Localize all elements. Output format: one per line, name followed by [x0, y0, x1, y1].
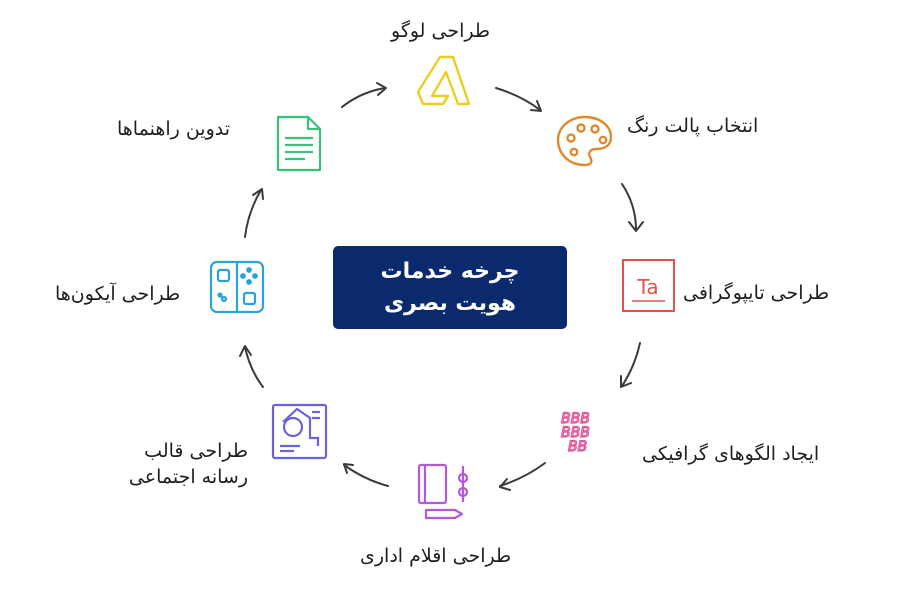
center-title-line1: چرخه خدمات [380, 258, 520, 284]
center-title-line2: هویت بصری [383, 290, 517, 316]
typography-icon: Ta [622, 259, 675, 312]
game-controller-icon [209, 260, 265, 314]
step-label-social-template: طراحی قالب رسانه اجتماعی [118, 438, 248, 490]
step-label-color-palette: انتخاب پالت رنگ [627, 115, 759, 137]
svg-text:BBB: BBB [561, 425, 590, 441]
arrow-stationery-to-social [343, 463, 389, 487]
social-template-icon [271, 403, 328, 460]
arrow-logo-to-palette [495, 87, 542, 112]
svg-text:BBB: BBB [561, 411, 590, 427]
document-icon [276, 115, 322, 172]
step-label-typography: طراحی تایپوگرافی [683, 282, 830, 304]
svg-text:Ta: Ta [636, 275, 658, 299]
step-label-logo-design: طراحی لوگو [391, 20, 490, 42]
arrow-pattern-to-stationery [499, 462, 546, 491]
arrow-social-to-icons [239, 345, 264, 388]
arrow-palette-to-typography [621, 183, 644, 232]
logo-icon [416, 55, 471, 106]
arrow-icons-to-guidelines [244, 188, 264, 238]
step-label-icon-design: طراحی آیکون‌ها [55, 283, 181, 305]
stationery-icon [417, 463, 469, 520]
pattern-icon: BBB BBB BB [560, 410, 590, 455]
arrow-typography-to-pattern [620, 342, 641, 388]
svg-text:BB: BB [568, 439, 587, 455]
step-label-social-template-line2: رسانه اجتماعی [128, 466, 248, 488]
palette-icon [556, 115, 613, 167]
arrow-guidelines-to-logo [341, 82, 387, 108]
step-label-graphic-patterns: ایجاد الگوهای گرافیکی [642, 443, 820, 465]
step-label-guidelines: تدوین راهنماها [117, 118, 231, 140]
step-label-stationery: طراحی اقلام اداری [360, 545, 512, 567]
cycle-arrows [239, 82, 644, 491]
step-label-social-template-line1: طراحی قالب [144, 440, 248, 462]
center-title-box: چرخه خدمات هویت بصری [333, 246, 567, 329]
